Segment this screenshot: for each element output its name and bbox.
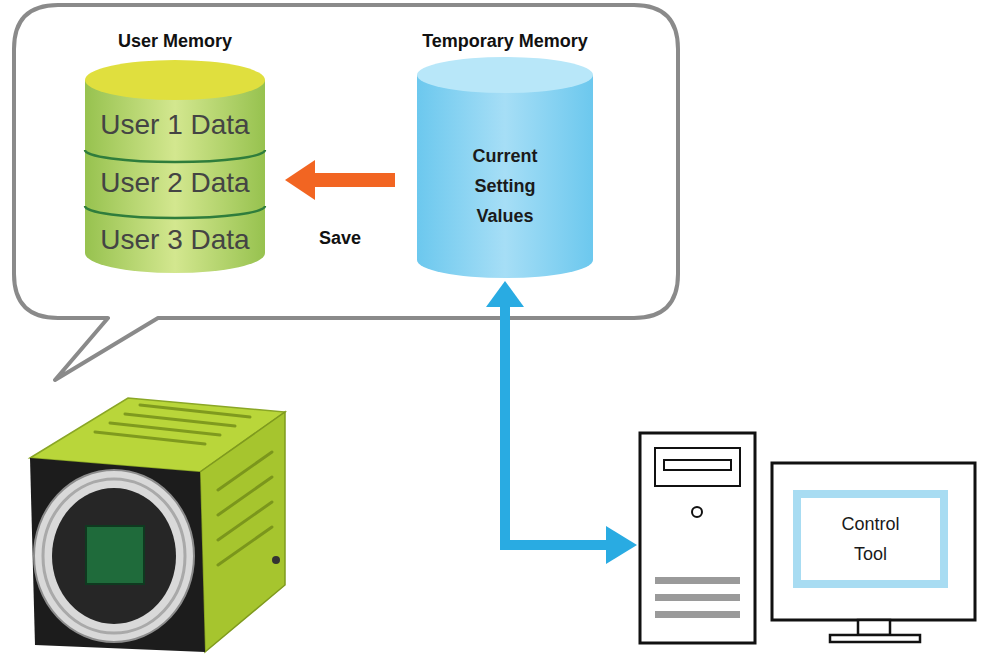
lens-thread — [43, 479, 185, 633]
camera-illustration — [30, 398, 285, 652]
lens-opening — [52, 488, 176, 624]
cylinder-top — [417, 57, 593, 93]
memory-slot: User 2 Data — [85, 160, 265, 206]
slot-divider — [85, 150, 265, 162]
tower-case — [640, 433, 755, 643]
monitor-frame — [772, 463, 975, 620]
cylinder-body — [85, 80, 265, 273]
memory-slot: User 1 Data — [85, 100, 265, 150]
monitor-neck — [858, 620, 890, 635]
monitor-base — [830, 635, 920, 642]
speech-bubble — [14, 5, 678, 380]
memory-slot: User 3 Data — [85, 216, 265, 263]
pc-tower — [640, 433, 755, 643]
power-button — [692, 507, 702, 517]
link-shaft — [505, 304, 608, 545]
cylinder-body — [417, 75, 593, 278]
lens-mount — [34, 470, 194, 642]
link-head-right — [606, 526, 637, 564]
control-link-arrow — [486, 281, 637, 564]
image-sensor — [86, 526, 144, 584]
text-slot: User 3 Data — [85, 216, 265, 263]
text-slot: User Memory — [80, 28, 270, 54]
camera-side — [200, 412, 285, 652]
text-slot: Current Setting Values — [410, 123, 600, 248]
memory-slot-label: User 2 Data — [100, 167, 249, 199]
slot-divider — [85, 206, 265, 218]
vent-bar — [655, 611, 740, 618]
camera-connector — [272, 556, 280, 564]
camera-side-vents — [218, 452, 272, 565]
memory-slot-label: User 1 Data — [100, 109, 249, 141]
memory-slot-label: User 3 Data — [100, 224, 249, 256]
drive-slot — [664, 460, 731, 470]
vent-bar — [655, 577, 740, 584]
cylinder-top — [85, 60, 265, 100]
camera-vents — [95, 405, 250, 444]
monitor — [772, 463, 975, 642]
user-memory-cylinder: User MemoryUser 1 DataUser 2 DataUser 3 … — [80, 28, 270, 278]
arrow-head — [285, 160, 315, 200]
setting-values-label: Current Setting Values — [455, 141, 555, 231]
edge-label: Save — [316, 228, 364, 249]
text-slot: Temporary Memory — [410, 28, 600, 54]
control-tool-screen: Control Tool — [793, 490, 948, 588]
arrow-shaft — [315, 173, 395, 187]
text-slot: Control Tool — [801, 498, 940, 580]
text-slot: User 1 Data — [85, 100, 265, 150]
memory-heading: Temporary Memory — [422, 31, 588, 52]
drive-bay — [655, 448, 740, 486]
edge-label-holder: Save — [280, 228, 400, 249]
link-head-up — [486, 281, 524, 307]
text-slot: User 2 Data — [85, 160, 265, 206]
camera-front — [30, 458, 205, 652]
screen-label: Control Tool — [826, 509, 916, 569]
save-arrow — [285, 160, 395, 200]
memory-heading: User Memory — [118, 31, 232, 52]
temporary-memory-cylinder: Temporary MemoryCurrent Setting Values — [410, 28, 600, 280]
vent-bar — [655, 594, 740, 601]
